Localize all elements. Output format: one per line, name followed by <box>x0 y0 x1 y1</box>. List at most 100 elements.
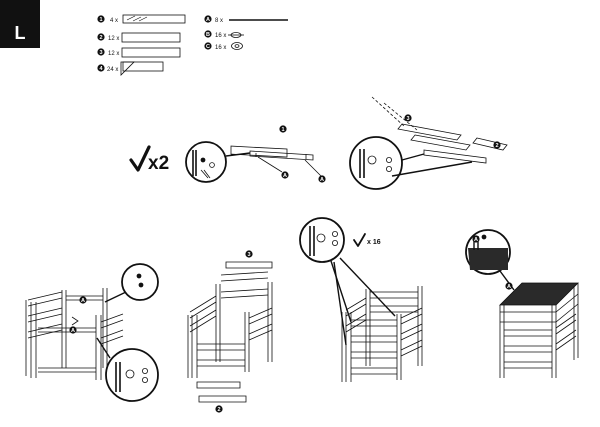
part-1-row: 1 4 x <box>97 14 186 24</box>
part-2-badge <box>97 33 105 41</box>
step-6-right-boards <box>555 313 577 351</box>
step-2-zoom-post <box>359 149 365 178</box>
step-2-callout-3: 3 <box>406 116 409 122</box>
step-3-rail-mid <box>38 327 96 333</box>
step-3-zoom-top-bolt-2 <box>138 282 144 288</box>
step-3-front-post-right <box>95 315 102 380</box>
step-3-callout-a2-badge <box>69 326 77 334</box>
part-1-badge <box>97 15 105 23</box>
step-4-callout-2: 2 <box>217 407 220 413</box>
step-3-zoom-top-bolt <box>136 273 142 279</box>
step-1-leader-a1 <box>257 156 283 173</box>
step-1-zoom-circle <box>185 141 227 183</box>
step-6-zoom-soil <box>468 248 508 270</box>
part-2-id: 2 <box>99 35 102 41</box>
parts-list: 1 4 x 2 12 x 3 12 x 4 2 4 x <box>97 14 288 76</box>
step-2-board-side <box>472 137 508 151</box>
step-5-right-boards <box>400 307 423 357</box>
step-3-rail-bottom <box>38 367 96 373</box>
part-3-id: 3 <box>99 50 102 56</box>
step-5-zoom-circle <box>299 217 345 263</box>
step-2-callout-2: 2 <box>495 143 498 149</box>
part-2-row: 2 12 x <box>97 32 181 43</box>
step-5-back-boards <box>370 291 418 313</box>
step-3-back-post-left <box>61 290 67 368</box>
step-2-callout-2-badge <box>493 141 501 149</box>
step-1-callout-1: 1 <box>281 127 284 133</box>
step-6-front-post-right <box>551 305 557 378</box>
step-4-board-bottom <box>196 381 241 389</box>
step-3-zoom-bottom-post <box>115 362 121 392</box>
step-5-zoom-washer <box>316 233 326 243</box>
step-5-zoom-nut <box>331 230 338 237</box>
part-3-qty: 12 x <box>108 51 119 57</box>
part-3-badge <box>97 48 105 56</box>
hardware-c-badge <box>204 42 212 50</box>
part-2-qty: 12 x <box>108 36 119 42</box>
step-3-zoom-bottom-nut <box>141 367 148 374</box>
step-4-left-boards <box>189 295 217 333</box>
part-3-row: 3 12 x <box>97 47 181 58</box>
step-1-zoom-post <box>192 150 197 176</box>
step-5-front-boards <box>351 319 397 375</box>
step-3-callout-a1-badge <box>79 296 87 304</box>
step-6-front-post-left <box>499 305 505 378</box>
part-3-board <box>121 47 181 58</box>
step-3-insert-arrow <box>71 316 79 326</box>
step-3-callout-a2: A <box>71 328 75 334</box>
step-4-front-boards <box>197 343 245 367</box>
step-5-leader-3 <box>333 261 347 346</box>
step-1-callout-a2: A <box>320 177 324 183</box>
step-2-board-mid <box>410 134 471 151</box>
step-6-back-post-right <box>573 283 579 360</box>
step-6-callout-a2-badge <box>505 282 513 290</box>
step-6-front-boards <box>504 329 552 369</box>
step-2-zoom-washer <box>367 155 377 165</box>
step-2: 3 2 <box>349 96 508 190</box>
step-3: A A <box>25 263 159 402</box>
hardware-a-row: A 8 x <box>204 15 288 24</box>
step-2-leader <box>401 153 425 161</box>
step-4-front-post-right <box>244 312 250 372</box>
step-4-back-post-right <box>267 282 273 362</box>
washer-icon <box>231 42 243 50</box>
step-4-front-post-left <box>187 315 198 378</box>
step-6: A A <box>465 229 579 378</box>
step-5-leader-1 <box>330 260 352 323</box>
step-2-zoom-nut <box>385 156 392 163</box>
step-3-zoom-top-leader <box>104 291 127 303</box>
hardware-b-row: B 16 x <box>204 30 244 39</box>
step-5-checkmark-icon <box>353 233 366 247</box>
part-4-board <box>122 61 164 72</box>
step-6-zoom-bolt <box>481 234 487 240</box>
hardware-b-qty: 16 x <box>215 33 226 39</box>
step-3-right-boards <box>100 313 124 345</box>
step-4-right-boards <box>248 307 273 341</box>
step-1-callout-a1: A <box>283 173 287 179</box>
part-4-badge <box>97 64 105 72</box>
step-2-board-top <box>397 123 462 141</box>
step-1-rail <box>249 150 314 161</box>
hardware-a-badge <box>204 15 212 23</box>
step-1-leader-main <box>225 152 251 157</box>
step-2-rail <box>423 149 487 164</box>
step-4-back-post-left <box>215 284 221 362</box>
step-5: x 16 <box>299 217 423 382</box>
step-6-callout-a1: A <box>474 237 478 243</box>
step-3-zoom-bottom-leader <box>96 337 111 359</box>
hardware-b-badge <box>204 30 212 38</box>
step-2-drop-lines <box>371 96 418 131</box>
step-3-left-boards <box>27 291 63 339</box>
part-1-qty: 4 x <box>110 18 118 24</box>
step-5-left-boards <box>345 297 367 333</box>
checkmark-icon <box>129 145 151 172</box>
step-5-front-post-right <box>396 314 402 380</box>
step-6-callout-a1-badge <box>472 235 480 243</box>
hardware-a-qty: 8 x <box>215 18 223 24</box>
page-letter: L <box>14 23 26 43</box>
step-5-zoom-nut-2 <box>331 239 338 246</box>
hardware-b-id: B <box>206 32 210 38</box>
step-4-callout-3: 3 <box>247 252 250 258</box>
part-4-id: 4 <box>99 66 103 72</box>
step-4: 3 2 <box>187 250 273 413</box>
